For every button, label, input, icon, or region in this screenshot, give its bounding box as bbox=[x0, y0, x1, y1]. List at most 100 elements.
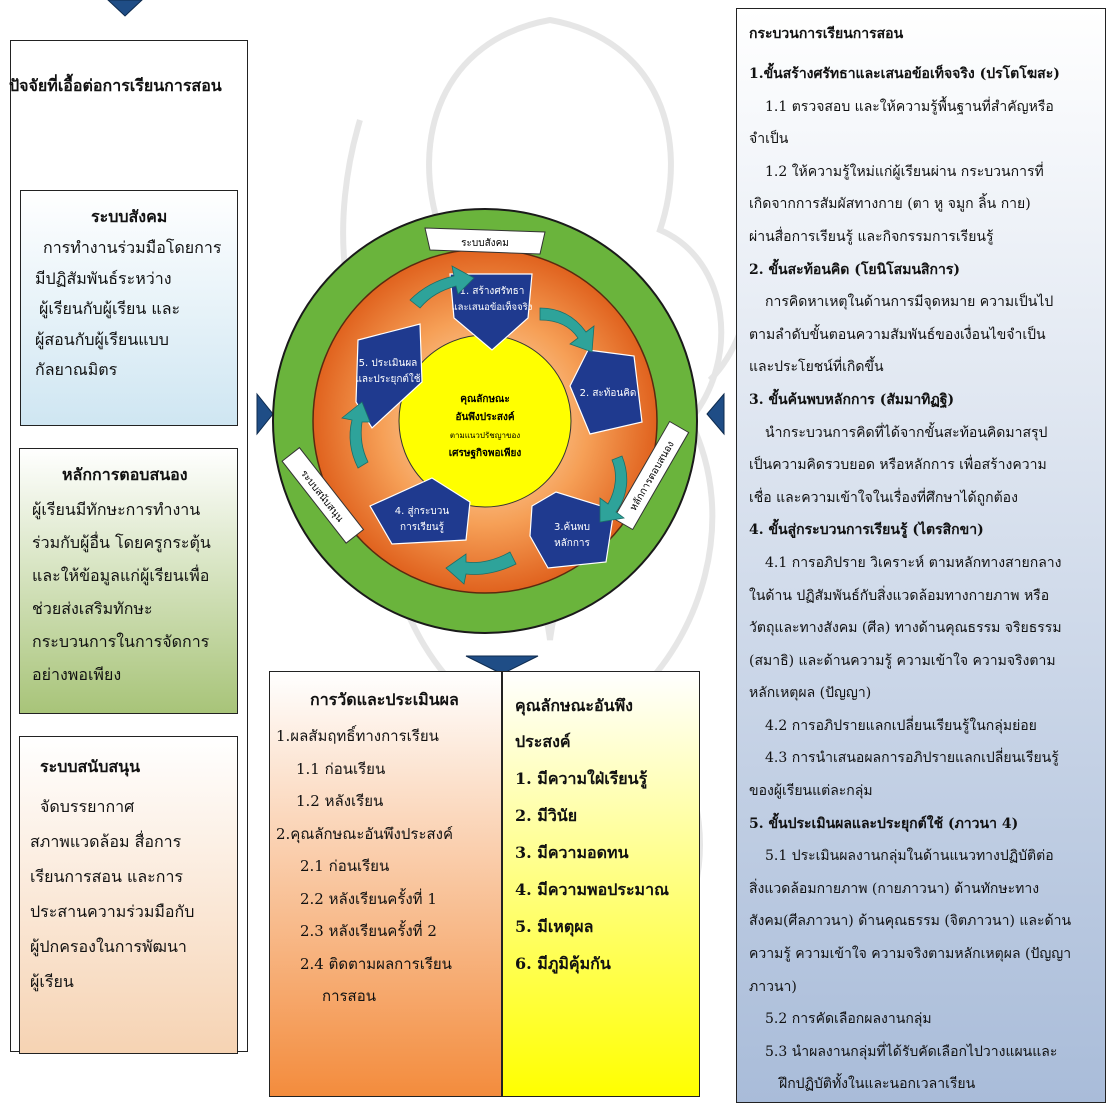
characteristics-list: 1. มีความใฝ่เรียนรู้ 2. มีวินัย 3. มีควา… bbox=[515, 760, 669, 982]
evaluation-line: 1.ผลสัมฤทธิ์ทางการเรียน bbox=[276, 727, 439, 745]
step-5-box: 5. ประเมินผล และประยุกต์ใช้ bbox=[355, 323, 423, 429]
characteristics-item: 4. มีความพอประมาณ bbox=[515, 880, 669, 899]
response-line: ผู้เรียนมีทักษะการทำงาน bbox=[32, 500, 201, 519]
process-line: ภาวนา) bbox=[749, 978, 797, 995]
process-line: วัตถุและทางสังคม (ศีล) ทางด้านคุณธรรม จร… bbox=[749, 620, 1062, 637]
response-principle-box: หลักการตอบสนอง ผู้เรียนมีทักษะการทำงาน ร… bbox=[19, 448, 238, 714]
process-line: สิ่งแวดล้อมกายภาพ (กายภาวนา) ด้านทักษะทา… bbox=[749, 880, 1040, 897]
step-3-line1: 3.ค้นพบ bbox=[554, 521, 590, 533]
characteristics-title-line: คุณลักษณะอันพึง bbox=[515, 696, 633, 715]
center-line-1: คุณลักษณะ bbox=[460, 393, 509, 405]
process-line: จำเป็น bbox=[749, 131, 789, 148]
social-line: กัลยาณมิตร bbox=[35, 360, 118, 379]
process-line: (สมาธิ) และด้านความรู้ ความเข้าใจ ความจร… bbox=[749, 652, 1056, 669]
response-line: และให้ข้อมูลแก่ผู้เรียนเพื่อ bbox=[32, 566, 210, 585]
step-5-line1: 5. ประเมินผล bbox=[359, 358, 418, 369]
step-4-line2: การเรียนรู้ bbox=[400, 521, 445, 533]
cycle-arrow-4 bbox=[341, 401, 371, 469]
process-line: 5.2 การคัดเลือกผลงานกลุ่ม bbox=[765, 1011, 932, 1028]
process-step-heading: 3. ขั้นค้นพบหลักการ (สัมมาทิฏฐิ) bbox=[749, 391, 955, 408]
step-1-box: 1. สร้างศรัทธา และเสนอข้อเท็จจริง bbox=[449, 273, 533, 351]
support-title: ระบบสนับสนุน bbox=[40, 757, 140, 776]
process-line: 4.2 การอภิปรายแลกเปลี่ยนเรียนรู้ในกลุ่มย… bbox=[765, 717, 1037, 734]
social-line: ผู้เรียนกับผู้เรียน และ bbox=[39, 299, 181, 318]
step-2-line1: 2. สะท้อนคิด bbox=[580, 387, 637, 399]
process-line: ของผู้เรียนแต่ละกลุ่ม bbox=[749, 783, 873, 800]
response-title: หลักการตอบสนอง bbox=[62, 465, 188, 484]
process-step-heading: 2. ขั้นสะท้อนคิด (โยนิโสมนสิการ) bbox=[749, 261, 961, 278]
evaluation-line: 1.2 หลังเรียน bbox=[296, 792, 384, 810]
step-5-line2: และประยุกต์ใช้ bbox=[355, 373, 420, 385]
step-1-line1: 1. สร้างศรัทธา bbox=[460, 285, 525, 297]
social-line: การทำงานร่วมมือโดยการ bbox=[43, 238, 222, 257]
process-line: 4.1 การอภิปราย วิเคราะห์ ตามหลักทางสายกล… bbox=[765, 554, 1062, 571]
evaluation-line: 2.คุณลักษณะอันพึงประสงค์ bbox=[276, 824, 454, 843]
evaluation-line: 1.1 ก่อนเรียน bbox=[296, 759, 386, 778]
support-body: จัดบรรยากาศ สภาพแวดล้อม สื่อการ เรียนการ… bbox=[30, 789, 194, 999]
response-line: อย่างพอเพียง bbox=[32, 665, 122, 684]
evaluation-line: 2.3 หลังเรียนครั้งที่ 2 bbox=[300, 922, 437, 940]
support-line: จัดบรรยากาศ bbox=[40, 797, 135, 816]
support-line: ผู้เรียน bbox=[30, 972, 74, 991]
step-4-line1: 4. สู่กระบวน bbox=[395, 506, 450, 517]
process-step-heading: 5. ขั้นประเมินผลและประยุกต์ใช้ (ภาวนา 4) bbox=[749, 815, 1019, 832]
process-line: ผ่านสื่อการเรียนรู้ และกิจกรรมการเรียนรู… bbox=[749, 228, 994, 245]
social-line: ผู้สอนกับผู้เรียนแบบ bbox=[35, 329, 169, 349]
center-line-2: อันพึงประสงค์ bbox=[455, 411, 514, 423]
process-line: 4.3 การนำเสนอผลการอภิปรายแลกเปลี่ยนเรียน… bbox=[765, 750, 1059, 767]
down-arrow-bottom bbox=[465, 655, 539, 675]
characteristics-item: 2. มีวินัย bbox=[515, 806, 578, 825]
process-line: นำกระบวนการคิดที่ได้จากขั้นสะท้อนคิดมาสร… bbox=[765, 424, 1048, 441]
cycle-arrow-5 bbox=[409, 265, 475, 309]
support-line: ประสานความร่วมมือกับ bbox=[30, 902, 195, 921]
process-line: เชื่อ และความเข้าใจในเรื่องที่ศึกษาได้ถู… bbox=[749, 489, 1018, 506]
process-line: ตามลำดับขั้นตอนความสัมพันธ์ของเงื่อนไขจำ… bbox=[749, 326, 1046, 343]
tab-social-system: ระบบสังคม bbox=[424, 227, 546, 255]
characteristics-title: คุณลักษณะอันพึง ประสงค์ bbox=[515, 688, 633, 760]
factors-title: ปัจจัยที่เอื้อต่อการเรียนการสอน bbox=[9, 76, 222, 95]
characteristics-item: 6. มีภูมิคุ้มกัน bbox=[515, 954, 611, 973]
process-line: 1.2 ให้ความรู้ใหม่แก่ผู้เรียนผ่าน กระบวน… bbox=[765, 163, 1044, 180]
social-body: การทำงานร่วมมือโดยการ มีปฏิสัมพันธ์ระหว่… bbox=[35, 233, 221, 386]
step-1-line2: และเสนอข้อเท็จจริง bbox=[452, 300, 533, 313]
cycle-arrow-1 bbox=[539, 307, 595, 353]
support-system-box: ระบบสนับสนุน จัดบรรยากาศ สภาพแวดล้อม สื่… bbox=[19, 736, 238, 1054]
social-title: ระบบสังคม bbox=[91, 207, 168, 226]
teaching-process-box: กระบวนการเรียนการสอน 1.ขั้นสร้างศรัทธาแล… bbox=[736, 8, 1106, 1103]
left-arrow-right bbox=[706, 392, 725, 436]
evaluation-line: 2.2 หลังเรียนครั้งที่ 1 bbox=[300, 889, 437, 908]
process-line: 5.1 ประเมินผลงานกลุ่มในด้านแนวทางปฏิบัติ… bbox=[765, 848, 1054, 865]
step-4-box: 4. สู่กระบวน การเรียนรู้ bbox=[369, 477, 471, 545]
evaluation-line: 2.4 ติดตามผลการเรียน bbox=[300, 954, 452, 973]
process-line: ในด้าน ปฏิสัมพันธ์กับสิ่งแวดล้อมทางกายภา… bbox=[749, 587, 1050, 604]
characteristics-title-line: ประสงค์ bbox=[515, 732, 571, 751]
evaluation-line: 2.1 ก่อนเรียน bbox=[300, 857, 390, 875]
process-step-heading: 1.ขั้นสร้างศรัทธาและเสนอข้อเท็จจริง (ปรโ… bbox=[749, 66, 1060, 82]
process-line: 1.1 ตรวจสอบ และให้ความรู้พื้นฐานที่สำคัญ… bbox=[765, 98, 1054, 115]
process-line: เกิดจากการสัมผัสทางกาย (ตา หู จมูก ลิ้น … bbox=[749, 196, 1031, 213]
down-arrow-top bbox=[107, 0, 143, 17]
process-line: การคิดหาเหตุในด้านการมีจุดหมาย ความเป็นไ… bbox=[765, 294, 1054, 311]
response-line: กระบวนการในการจัดการ bbox=[32, 632, 210, 651]
response-body: ผู้เรียนมีทักษะการทำงาน ร่วมกับผู้อื่น โ… bbox=[32, 493, 211, 691]
characteristics-item: 5. มีเหตุผล bbox=[515, 917, 594, 936]
center-line-4: เศรษฐกิจพอเพียง bbox=[449, 447, 522, 459]
process-line: ความรู้ ความเข้าใจ ความจริงตามหลักเหตุผล… bbox=[749, 946, 1072, 963]
cycle-arrow-3 bbox=[445, 551, 517, 585]
evaluation-title: การวัดและประเมินผล bbox=[310, 690, 459, 709]
support-line: ผู้ปกครองในการพัฒนา bbox=[30, 937, 187, 956]
evaluation-line: การสอน bbox=[322, 987, 376, 1005]
support-line: เรียนการสอน และการ bbox=[30, 867, 184, 886]
characteristics-item: 1. มีความใฝ่เรียนรู้ bbox=[515, 769, 648, 788]
support-line: สภาพแวดล้อม สื่อการ bbox=[30, 832, 182, 851]
social-line: มีปฏิสัมพันธ์ระหว่าง bbox=[35, 268, 172, 288]
process-line: และประโยชน์ที่เกิดขึ้น bbox=[749, 359, 884, 376]
process-line: สังคม(ศีลภาวนา) ด้านคุณธรรม (จิตภาวนา) แ… bbox=[749, 913, 1072, 930]
characteristics-item: 3. มีความอดทน bbox=[515, 843, 629, 862]
response-line: ร่วมกับผู้อื่น โดยครูกระตุ้น bbox=[32, 533, 211, 552]
process-title: กระบวนการเรียนการสอน bbox=[749, 26, 904, 42]
social-system-box: ระบบสังคม การทำงานร่วมมือโดยการ มีปฏิสัม… bbox=[20, 190, 238, 426]
tab-social-label: ระบบสังคม bbox=[461, 238, 509, 249]
center-line-3: ตามแนวปรัชญาของ bbox=[450, 431, 520, 440]
step-2-box: 2. สะท้อนคิด bbox=[569, 349, 643, 435]
